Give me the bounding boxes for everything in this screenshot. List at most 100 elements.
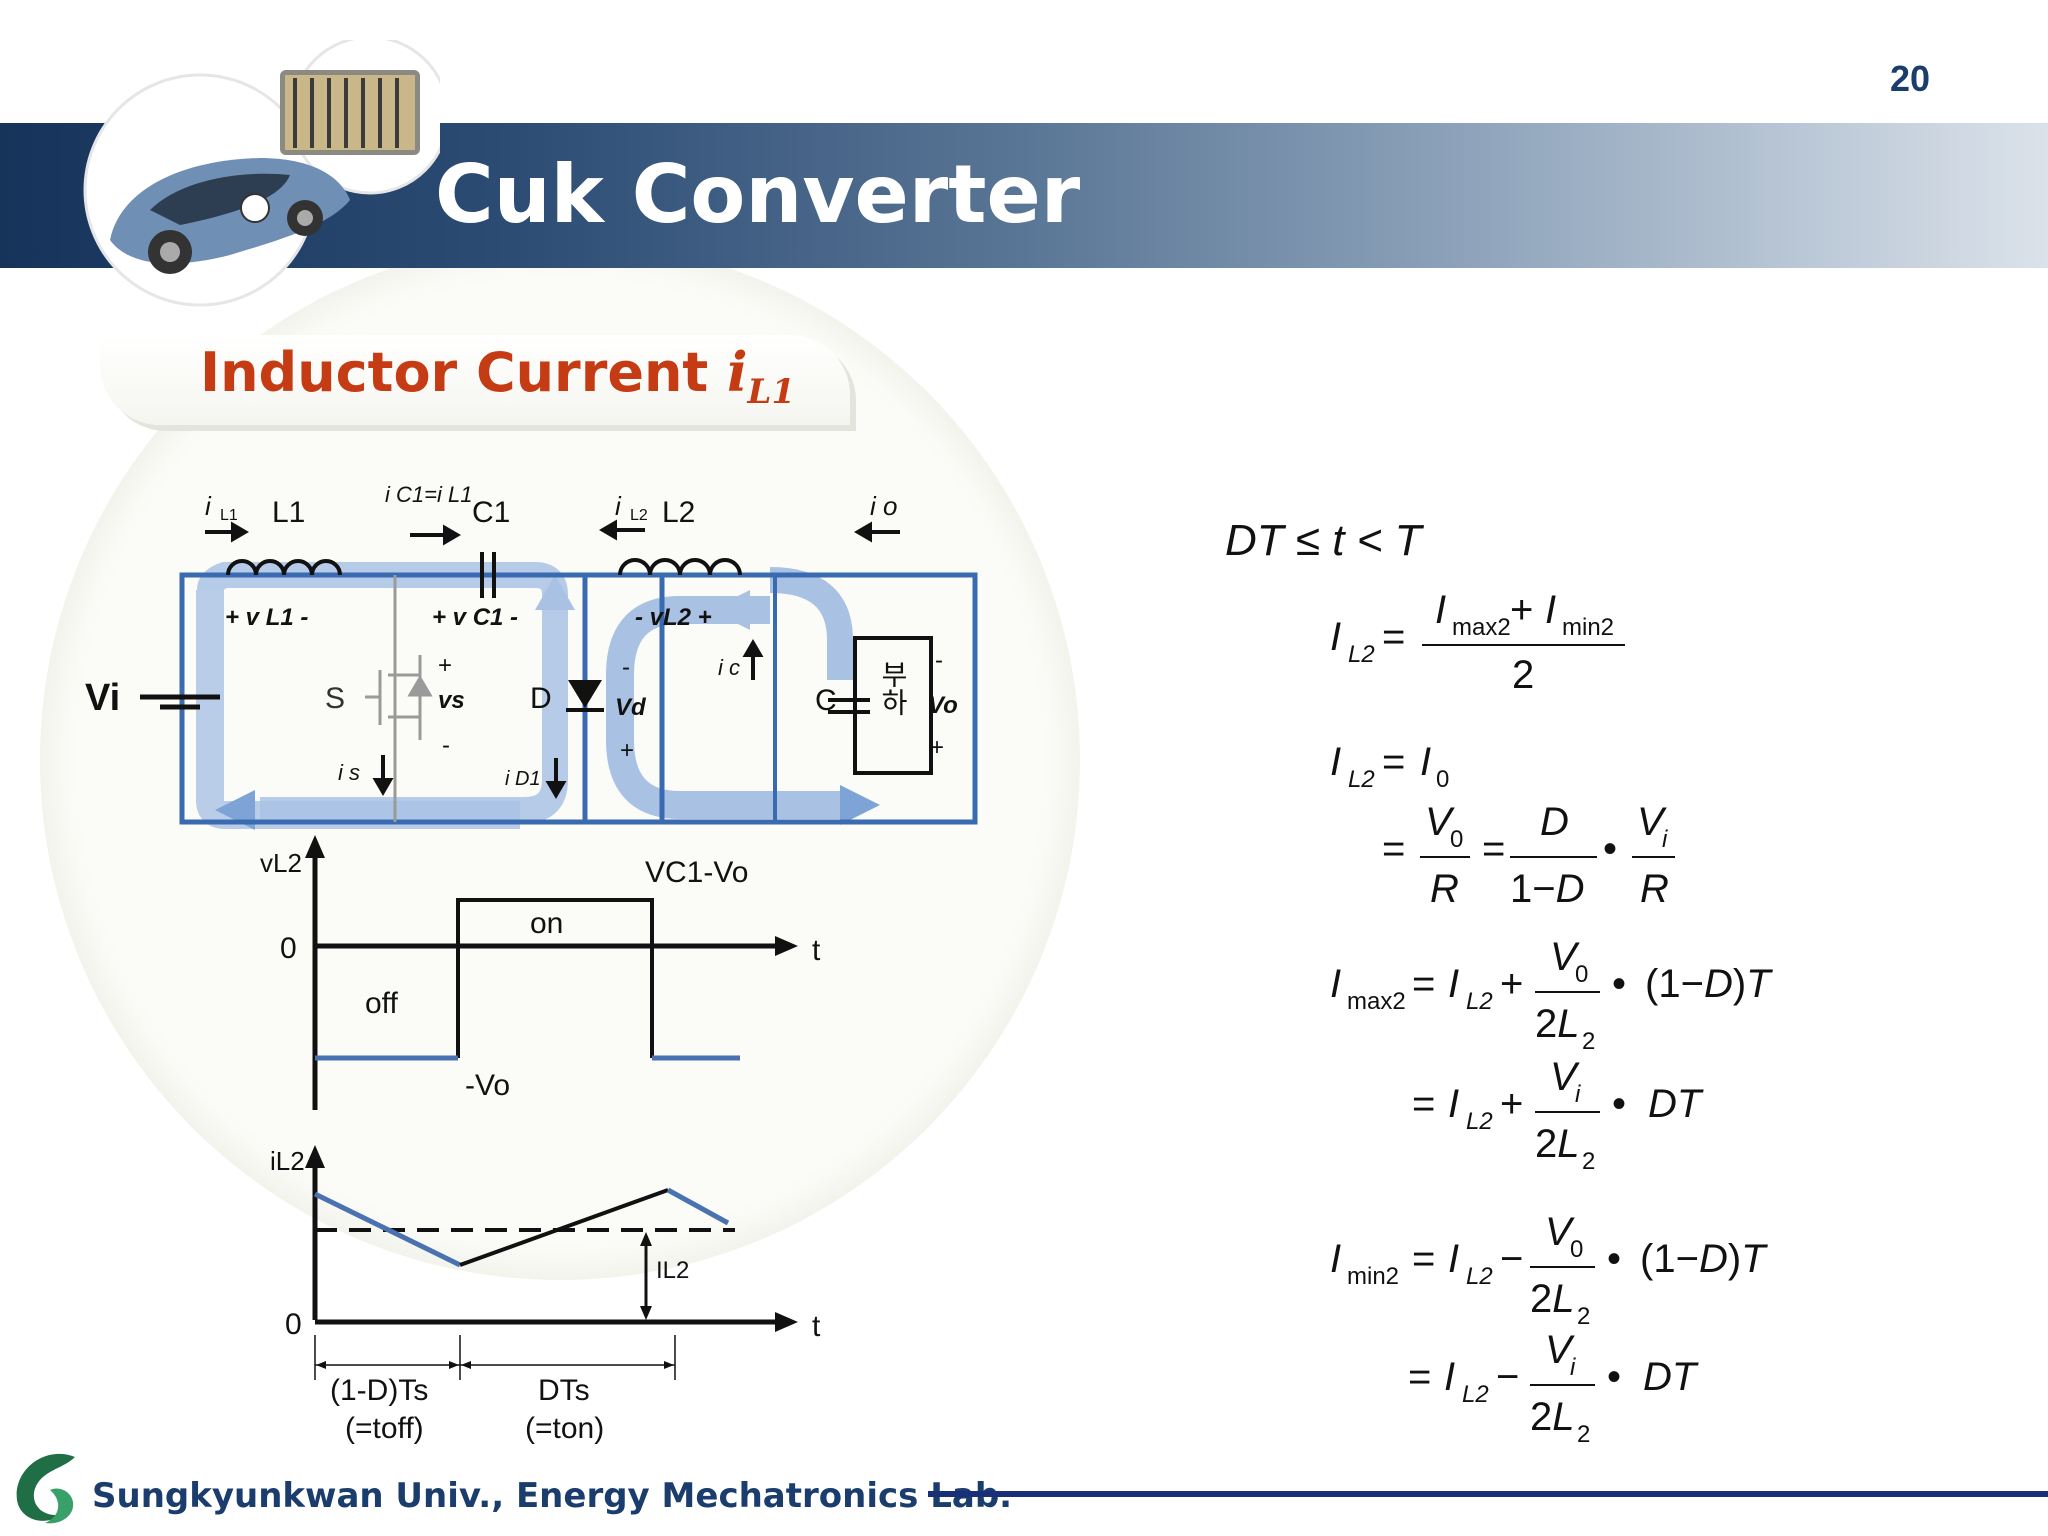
svg-text:-: - [442, 732, 450, 759]
svg-text:0: 0 [1570, 1236, 1583, 1263]
svg-text:•: • [1607, 1237, 1621, 1281]
load-box [853, 636, 933, 775]
label-vl2: - vL2 + [635, 604, 712, 631]
svg-text:2L: 2L [1535, 1002, 1580, 1046]
flow-arrow-right [840, 785, 880, 825]
page-number: 20 [1889, 58, 1930, 99]
cuk-circuit-diagram: Vi i L1 L1 i C1=i L1 C1 i L2 L2 i o + v … [85, 482, 978, 830]
svg-text:=: = [1412, 1082, 1435, 1126]
label-l2: L2 [662, 496, 695, 529]
svg-text:-: - [622, 654, 630, 681]
flow-loop-right [606, 596, 850, 819]
svg-text:=: = [1482, 827, 1505, 871]
svg-text:=: = [1412, 962, 1435, 1006]
section-subtitle: Inductor Current iL1 [200, 340, 796, 412]
svg-text:I: I [1448, 962, 1459, 1006]
il2-rising-on [459, 1188, 669, 1267]
flow-arrow-right-top [710, 590, 750, 630]
switch-s [365, 575, 433, 822]
inductor-l2 [618, 558, 742, 576]
svg-text:+: + [1500, 1082, 1523, 1126]
svg-text:DT: DT [1643, 1355, 1699, 1399]
svg-text:0: 0 [285, 1308, 302, 1341]
il2-ylabel: iL2 [270, 1146, 305, 1176]
label-vs: vs [438, 687, 465, 714]
svg-text:0: 0 [1450, 826, 1463, 853]
label-vd: Vd [615, 694, 647, 721]
svg-text:V: V [1550, 935, 1580, 979]
svg-text:•: • [1612, 962, 1626, 1006]
il2-falling-off [313, 1191, 462, 1268]
svg-text:t: t [812, 934, 821, 967]
svg-text:1−D: 1−D [1510, 867, 1585, 911]
svg-text:•: • [1603, 827, 1617, 871]
svg-text:DTs: DTs [538, 1374, 590, 1407]
svg-text:i: i [1570, 1354, 1576, 1381]
svg-text:-: - [935, 647, 943, 674]
vl2-waveform-plot: vL2 0 t VC1-Vo on off -Vo [260, 835, 821, 1110]
svg-text:i: i [205, 491, 212, 521]
label-load: 부하 [878, 660, 909, 716]
svg-text:I: I [1330, 962, 1341, 1006]
inductor-l1 [226, 559, 342, 576]
svg-text:i: i [615, 491, 622, 521]
svg-text:I: I [1444, 1355, 1455, 1399]
svg-text:R: R [1640, 867, 1669, 911]
svg-text:2: 2 [1582, 1028, 1595, 1055]
label-io: i o [870, 491, 897, 521]
svg-text:min2: min2 [1347, 1263, 1399, 1290]
label-s: S [325, 682, 345, 715]
svg-text:L2: L2 [1466, 1263, 1493, 1290]
svg-text:DT: DT [1648, 1082, 1704, 1126]
svg-text:(1-D)Ts: (1-D)Ts [330, 1374, 428, 1407]
svg-text:t: t [812, 1310, 821, 1343]
eq-imin2-b: = I L2 − V i 2L 2 • DT [1408, 1328, 1699, 1448]
svg-text:L1: L1 [220, 507, 238, 524]
svg-text:I: I [1330, 1237, 1341, 1281]
svg-text:I: I [1420, 740, 1431, 784]
svg-text:I: I [1448, 1237, 1459, 1281]
flow-loop-left-outer [196, 590, 520, 829]
label-id1: i D1 [505, 768, 541, 790]
label-d: D [530, 682, 552, 715]
label-ic: i c [718, 655, 740, 680]
svg-text:max2: max2 [1347, 988, 1406, 1015]
svg-text:=: = [1382, 827, 1405, 871]
subtitle-tab [100, 335, 850, 425]
svg-text:2: 2 [1582, 1148, 1595, 1175]
flow-loop-left [197, 562, 568, 823]
svg-text:(1−D)T: (1−D)T [1645, 962, 1773, 1006]
eq-il2-mean: I L2 = I max2 + I min2 2 [1330, 588, 1625, 697]
equations-block: DT ≤ t < T I L2 = I max2 + I min2 2 I L2… [1225, 516, 1773, 1448]
svg-text:i: i [1662, 826, 1668, 853]
page-title: Cuk Converter [435, 148, 1081, 241]
label-vl1: + v L1 - [225, 604, 308, 631]
label-vi: Vi [85, 677, 120, 719]
svg-text:•: • [1612, 1082, 1626, 1126]
label-on: on [530, 907, 563, 940]
eq-imax2-a: I max2 = I L2 + V 0 2L 2 • (1−D)T [1330, 935, 1773, 1055]
svg-text:L2: L2 [1348, 766, 1375, 793]
svg-text:min2: min2 [1562, 614, 1614, 641]
svg-text:L2: L2 [630, 507, 648, 524]
svg-text:+: + [930, 734, 944, 761]
svg-text:+: + [438, 652, 452, 679]
svg-text:I: I [1435, 588, 1446, 632]
svg-text:max2: max2 [1452, 614, 1511, 641]
svg-text:D: D [1540, 800, 1569, 844]
svg-text:L2: L2 [1466, 988, 1493, 1015]
svg-text:I: I [1330, 615, 1341, 659]
svg-text:(1−D)T: (1−D)T [1640, 1237, 1768, 1281]
svg-text:V: V [1550, 1055, 1580, 1099]
eq-imax2-b: = I L2 + V i 2L 2 • DT [1412, 1055, 1704, 1175]
svg-text:I: I [1448, 1082, 1459, 1126]
label-c: C [815, 684, 837, 717]
svg-text:V: V [1545, 1210, 1575, 1254]
svg-text:(=ton): (=ton) [525, 1412, 604, 1445]
svg-text:V: V [1545, 1328, 1575, 1372]
svg-text:L2: L2 [1466, 1108, 1493, 1135]
vl2-low-label: -Vo [465, 1069, 510, 1102]
svg-text:(=toff): (=toff) [345, 1412, 424, 1445]
svg-text:2: 2 [1577, 1421, 1590, 1448]
svg-text:−: − [1496, 1355, 1519, 1399]
